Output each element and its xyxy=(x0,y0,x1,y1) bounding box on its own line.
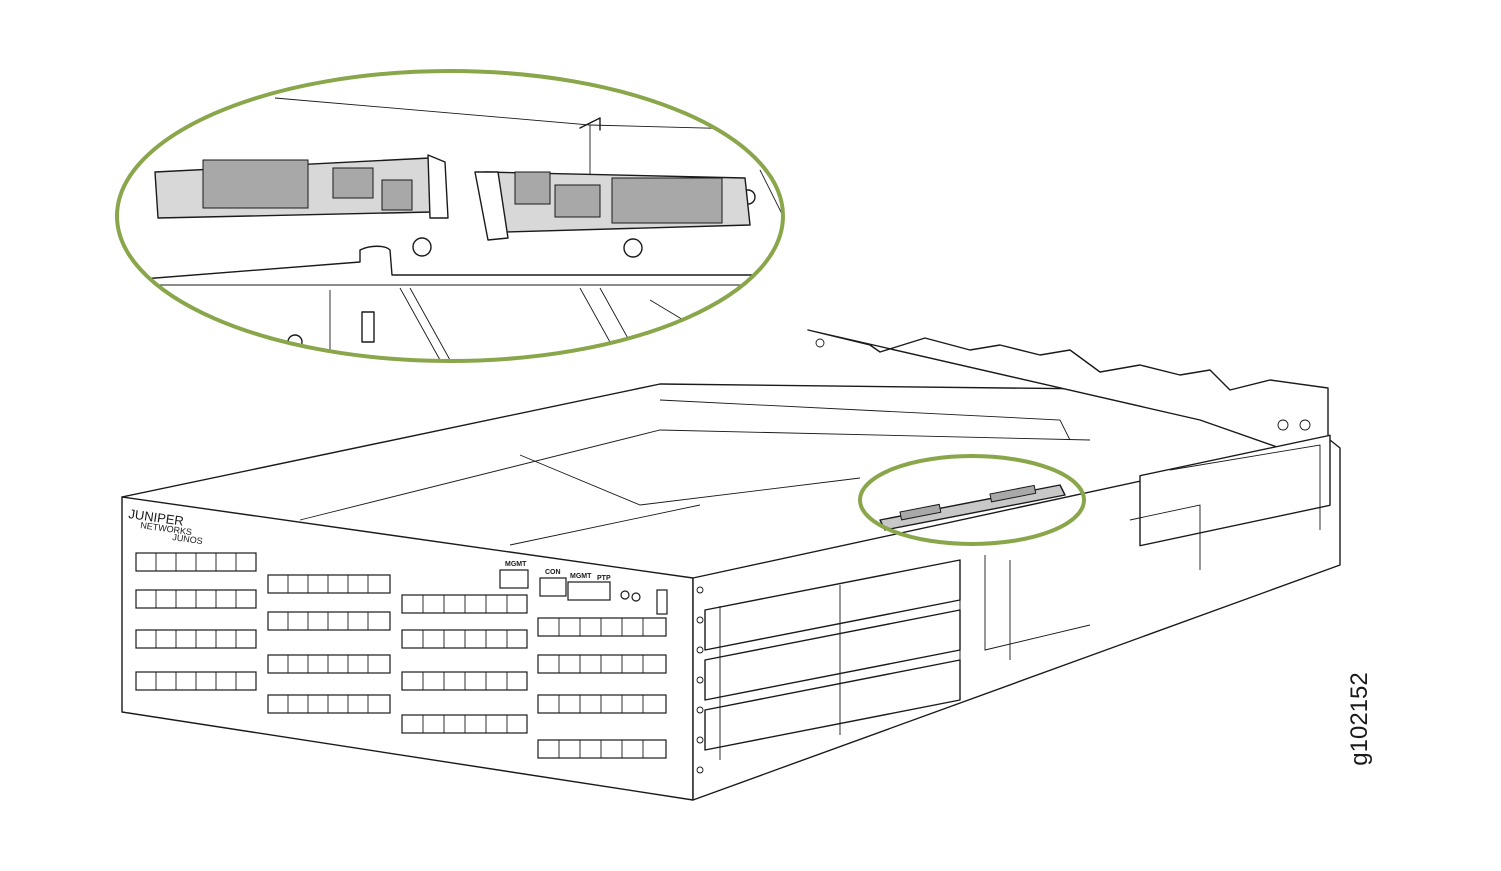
ssd-chip xyxy=(202,159,309,209)
ssd-location-callout xyxy=(858,454,1086,546)
port-grid xyxy=(135,552,667,759)
ssd-slot xyxy=(474,171,509,241)
port-bank-2 xyxy=(267,574,391,714)
ssd-card-left xyxy=(154,154,449,219)
ssd-card-right xyxy=(474,171,751,241)
management-ports: MGMT CON MGMT PTP xyxy=(499,561,668,615)
con-port xyxy=(539,577,567,597)
mgmt-sfp-port xyxy=(567,581,611,601)
ssd-chip xyxy=(381,179,413,211)
port-bank-3 xyxy=(401,594,528,734)
ssd-chip xyxy=(514,171,551,205)
side-card-slots xyxy=(704,555,1091,760)
figure-id-label: g102152 xyxy=(1330,664,1390,774)
port-bank-4 xyxy=(537,617,667,759)
usb-port xyxy=(656,589,668,615)
mgmt-top-label: MGMT xyxy=(505,561,527,568)
ssd-connector xyxy=(427,154,449,219)
ssd-location-highlight xyxy=(858,454,1086,546)
mgmt-ptp-label: MGMT xyxy=(570,573,592,580)
ssd-chip xyxy=(611,177,723,224)
os-logo: JUNOS xyxy=(172,532,204,546)
ssd-chip xyxy=(332,167,374,199)
status-led xyxy=(631,592,641,602)
magnified-inset xyxy=(115,69,785,363)
screws xyxy=(696,338,1311,774)
status-led xyxy=(620,590,630,600)
con-label: CON xyxy=(545,569,561,576)
ssd-chip xyxy=(554,184,601,218)
mgmt-rj45-port xyxy=(499,569,529,589)
chassis xyxy=(121,329,1341,801)
magnified-inset-highlight xyxy=(115,69,785,363)
ptp-label: PTP xyxy=(597,575,611,582)
figure-id-text: g102152 xyxy=(1346,672,1373,766)
